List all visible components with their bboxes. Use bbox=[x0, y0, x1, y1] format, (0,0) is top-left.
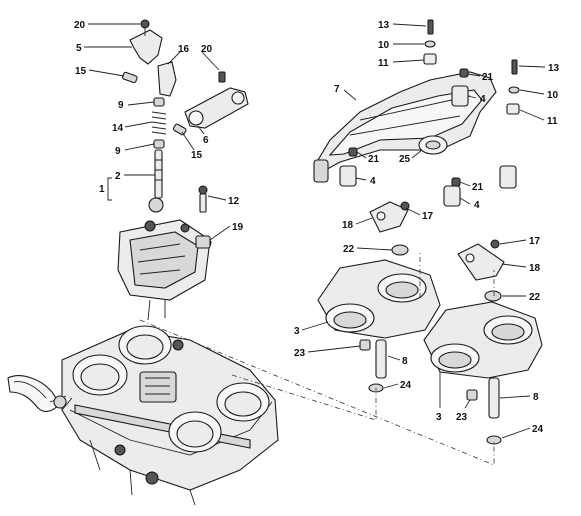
leader-lines bbox=[84, 23, 546, 439]
callout-label: 3 bbox=[436, 412, 442, 423]
linkage-parts bbox=[122, 19, 249, 213]
callout-label: 10 bbox=[378, 40, 390, 51]
callout-label: 9 bbox=[115, 146, 121, 157]
intake-boots bbox=[317, 259, 543, 445]
callout-label: 8 bbox=[402, 356, 408, 367]
mounting-brackets bbox=[369, 201, 505, 302]
callout-label: 10 bbox=[547, 90, 559, 101]
callout-label: 21 bbox=[482, 72, 494, 83]
callout-label: 13 bbox=[378, 20, 390, 31]
callout-label: 18 bbox=[342, 220, 354, 231]
callout-label: 4 bbox=[370, 176, 376, 187]
callout-label: 25 bbox=[399, 154, 411, 165]
callout-label: 19 bbox=[232, 222, 244, 233]
callout-labels: 20 5 15 16 20 9 6 14 15 9 1 2 12 19 13 1… bbox=[74, 20, 560, 435]
callout-label: 22 bbox=[529, 292, 541, 303]
center-lines bbox=[139, 250, 495, 466]
callout-label: 24 bbox=[532, 424, 544, 435]
callout-label: 23 bbox=[456, 412, 468, 423]
callout-label: 1 bbox=[99, 184, 105, 195]
callout-label: 13 bbox=[548, 63, 560, 74]
callout-label: 3 bbox=[294, 326, 300, 337]
callout-label: 23 bbox=[294, 348, 306, 359]
callout-label: 8 bbox=[533, 392, 539, 403]
callout-label: 6 bbox=[203, 135, 209, 146]
callout-label: 12 bbox=[228, 196, 240, 207]
callout-label: 4 bbox=[474, 200, 480, 211]
callout-label: 17 bbox=[529, 236, 541, 247]
callout-label: 11 bbox=[547, 116, 558, 127]
callout-label: 22 bbox=[343, 244, 355, 255]
callout-label: 16 bbox=[178, 44, 190, 55]
callout-label: 15 bbox=[75, 66, 87, 77]
callout-label: 9 bbox=[118, 100, 124, 111]
callout-label: 21 bbox=[368, 154, 380, 165]
callout-label: 20 bbox=[74, 20, 86, 31]
throttle-body-assembly bbox=[7, 325, 279, 506]
callout-label: 21 bbox=[472, 182, 484, 193]
callout-label: 24 bbox=[400, 380, 412, 391]
callout-label: 15 bbox=[191, 150, 203, 161]
callout-label: 5 bbox=[76, 43, 82, 54]
fuel-rail-assembly bbox=[313, 19, 520, 207]
callout-label: 14 bbox=[112, 123, 124, 134]
callout-label: 17 bbox=[422, 211, 434, 222]
callout-label: 2 bbox=[115, 171, 121, 182]
callout-label: 18 bbox=[529, 263, 541, 274]
callout-label: 20 bbox=[201, 44, 213, 55]
callout-label: 7 bbox=[334, 84, 340, 95]
callout-label: 4 bbox=[480, 94, 486, 105]
control-unit-housing bbox=[117, 219, 212, 321]
callout-label: 11 bbox=[378, 58, 389, 69]
